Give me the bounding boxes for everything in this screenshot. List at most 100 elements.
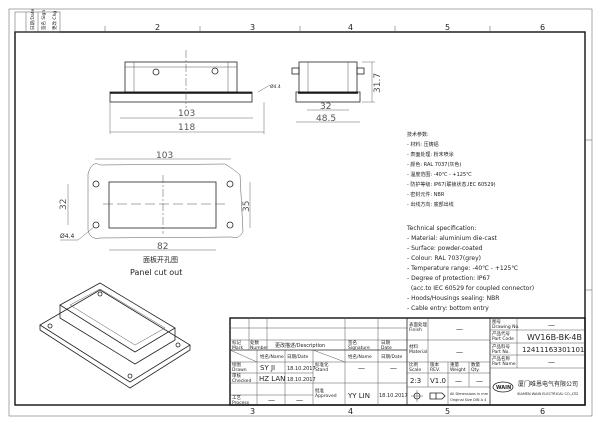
spec-en: Technical specification: - Material: alu… [406, 225, 534, 312]
projection-symbol-icon [411, 390, 446, 402]
spec-cn-line: - 表面处理: 粉末喷涂 [407, 151, 454, 158]
col-5-bottom: 5 [445, 407, 450, 416]
side-dim-height: 31.7 [373, 73, 383, 93]
part-no-value: 12411163301101 [522, 346, 584, 354]
cutout-dim-right: 35 [242, 201, 252, 212]
col-5: 5 [445, 23, 450, 32]
col-6-bottom: 6 [540, 407, 545, 416]
cutout-title-en: Panel cut out [130, 268, 182, 277]
tab-date: 日期/Date [30, 8, 36, 30]
spec-en-line: - Temperature range: -40℃ - +125℃ [407, 265, 518, 272]
rev-value: V1.0 [430, 377, 446, 385]
side-dim-outer: 48.5 [316, 114, 336, 124]
name-header-2: 姓名/Name [348, 353, 372, 360]
part-code-value: WV16B-BK-4B [527, 333, 582, 342]
spec-en-line: - Cable entry: bottom entry [407, 305, 489, 312]
cutout-dim-bottom: 82 [157, 242, 168, 252]
company-name-cn: 厦门唯恩电气有限公司 [518, 380, 578, 388]
spec-en-line: - Hoods/Housings sealing: NBR [407, 295, 499, 302]
drawn-date: 18.10.2017 [287, 366, 316, 372]
spec-cn-line: 技术参数: [407, 131, 429, 138]
process-date: — [296, 396, 303, 404]
cutout-title-cn: 面板开孔图 [143, 255, 178, 264]
drawing-no-value: — [548, 321, 555, 329]
spec-cn-line: - 防护等级: IP67(联锁状态,IEC 60529) [407, 181, 496, 188]
left-revision-tab: 日期/Date 签名 Sign 更改 Chg [14, 8, 61, 33]
spec-en-line: Technical specification: [406, 225, 476, 232]
spec-en-line: - Material: aluminium die-cast [407, 235, 497, 242]
approved-date: 18.10.2017 [379, 393, 408, 399]
front-dim-inner: 103 [178, 109, 195, 119]
spec-en-line: - Surface: powder-coated [407, 245, 483, 252]
dim-note-1: All Dimensions in mm [450, 392, 489, 396]
logo-text: WAIN [496, 385, 511, 391]
col-3: 3 [250, 23, 255, 32]
col-2: 2 [155, 23, 160, 32]
isometric-view [39, 282, 191, 389]
side-view: 31.7 32 48.5 [291, 61, 383, 124]
col-4-bottom: 4 [348, 407, 353, 416]
material-value: — [456, 348, 463, 356]
company-name-en: XIAMEN WAIN ELECTRICAL CO.,LTD [517, 392, 578, 396]
cutout-dim-top: 103 [156, 151, 173, 161]
col-6: 6 [540, 23, 545, 32]
date-header: 日期/Date [287, 354, 309, 360]
stand-name: — [358, 364, 365, 372]
weight-value: — [455, 377, 462, 385]
spec-en-line: - Degree of protection: IP67 [407, 275, 490, 282]
tab-change: 更改 Chg [51, 11, 58, 30]
tab-sign: 签名 Sign [40, 10, 47, 30]
checked-date: 18.10.2017 [287, 377, 316, 383]
scale-value: 2:3 [410, 377, 421, 385]
finish-value: — [456, 325, 463, 333]
frame-column-numbers: 2 3 4 5 6 3 4 5 6 [104, 23, 592, 416]
company-logo: WAIN 厦门唯恩电气有限公司 XIAMEN WAIN ELECTRICAL C… [492, 380, 578, 396]
front-view: 103 118 Ø4.4 [109, 50, 281, 134]
spec-cn-line: - 密封元件: NBR [407, 191, 445, 198]
col-4: 4 [348, 23, 353, 32]
spec-cn: 技术参数: - 材料: 压铸铝 - 表面处理: 粉末喷涂 - 颜色: RAL 7… [407, 131, 496, 208]
dim-note-2: Original Size DIN A 4 [450, 398, 487, 402]
description-label: 更改描述/Description [275, 342, 325, 349]
stand-date: — [390, 364, 397, 372]
spec-cn-line: - 颜色: RAL 7037(灰色) [407, 161, 461, 168]
spec-cn-line: - 出线方向: 底部出线 [407, 201, 454, 208]
spec-en-line: - Colour: RAL 7037(grey) [407, 255, 481, 262]
side-dim-inner: 32 [320, 102, 331, 112]
process-name: — [268, 396, 275, 404]
spec-en-line: (acc.to IEC 60529 for coupled connector) [407, 285, 534, 292]
spec-cn-line: - 材料: 压铸铝 [407, 141, 439, 148]
col-3-bottom: 3 [250, 407, 255, 416]
panel-cutout-view: 103 82 32 35 Ø4.4 面板开孔图 Panel cut out [59, 151, 252, 277]
cutout-hole-dim: Ø4.4 [60, 233, 74, 240]
drawn-name: SY JI [260, 364, 275, 372]
approved-name: YY LIN [347, 392, 370, 400]
spec-cn-line: - 温度范围: -40℃ - +125℃ [407, 171, 472, 178]
outer-border [8, 8, 593, 417]
checked-name: HZ LAN [259, 375, 285, 383]
name-header: 姓名/Name [260, 353, 284, 360]
qty-value: — [476, 377, 483, 385]
cutout-dim-left: 32 [59, 199, 69, 210]
date-header-2: 日期/Date [381, 354, 403, 360]
